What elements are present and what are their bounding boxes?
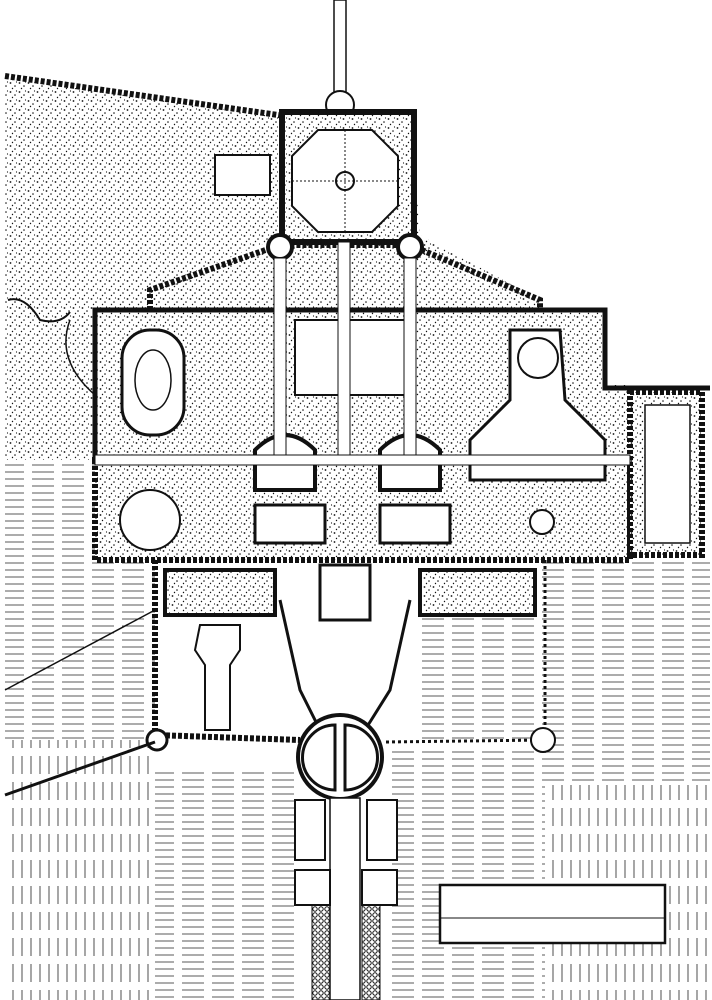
stable-se: [361, 869, 398, 906]
woodland-north-strip: [150, 112, 540, 310]
basin-east: [517, 337, 559, 379]
south-avenue: [329, 797, 361, 1000]
parterre-east: [468, 328, 607, 482]
forecourt-wall-east: [363, 599, 412, 731]
canal-south-west: [253, 503, 327, 545]
orangerie-west: [163, 568, 277, 617]
rondpoint-east: [396, 233, 424, 261]
tree-row-west: [311, 904, 331, 1000]
basin-east-lower: [529, 509, 555, 535]
enclosure-wall: [92, 307, 710, 460]
chateau: [318, 563, 372, 622]
circle-island-east: [343, 723, 379, 792]
pavilion-sw: [294, 799, 326, 861]
cross-alley: [94, 454, 631, 466]
field-right-upper: [545, 560, 710, 785]
long-building: [438, 883, 667, 945]
stable-sw: [294, 869, 331, 906]
east-basin: [644, 404, 691, 544]
boundary-line: [4, 73, 286, 119]
tree-row-east: [361, 904, 381, 1000]
pavilion-west: [214, 154, 271, 196]
stream-west: [65, 319, 96, 396]
rondpoint-west: [266, 233, 294, 261]
outbuilding-west: [193, 624, 241, 731]
rondpoint-sw: [145, 728, 169, 752]
field-left-lower: [5, 740, 155, 1000]
orangerie-east: [418, 568, 537, 617]
oval-basin: [134, 349, 172, 411]
field-center-left: [155, 770, 295, 1000]
field-center-right: [385, 750, 545, 1000]
circle-island-west: [301, 723, 337, 792]
basin-west-lower: [119, 489, 181, 551]
alley-west: [273, 257, 287, 464]
forecourt-wall: [278, 599, 322, 731]
pavilion-se: [366, 799, 398, 861]
diagonal-road: [4, 740, 156, 797]
north-avenue: [333, 0, 347, 101]
canal-south-east: [378, 503, 452, 545]
diagonal-road-2: [4, 609, 156, 691]
alley-center: [337, 241, 351, 463]
pond-west: [7, 298, 71, 323]
rondpoint-se: [530, 727, 556, 753]
alley-east: [403, 257, 417, 464]
